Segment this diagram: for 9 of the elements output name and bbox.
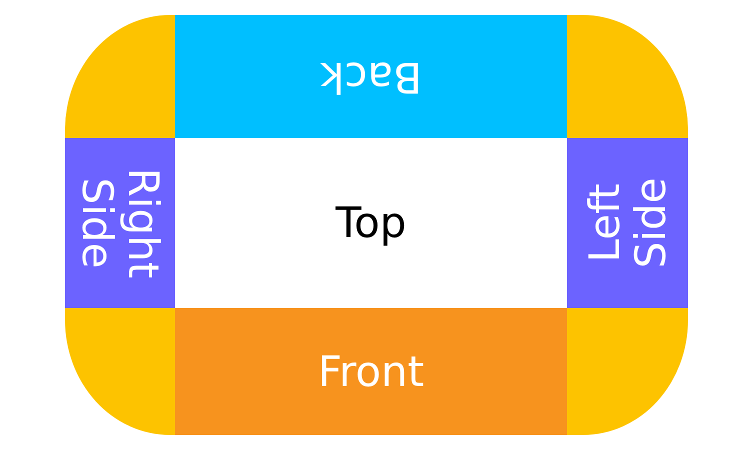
panel-label: Top — [336, 200, 406, 246]
front-panel — [175, 308, 567, 435]
back-panel — [175, 15, 567, 138]
panel-label: Front — [318, 348, 424, 394]
side-panel — [65, 138, 175, 308]
panel-label: Right Side — [74, 166, 166, 280]
panel-label: Back — [320, 54, 422, 100]
panel-label: Left Side — [582, 176, 674, 270]
side-panel — [567, 138, 688, 308]
